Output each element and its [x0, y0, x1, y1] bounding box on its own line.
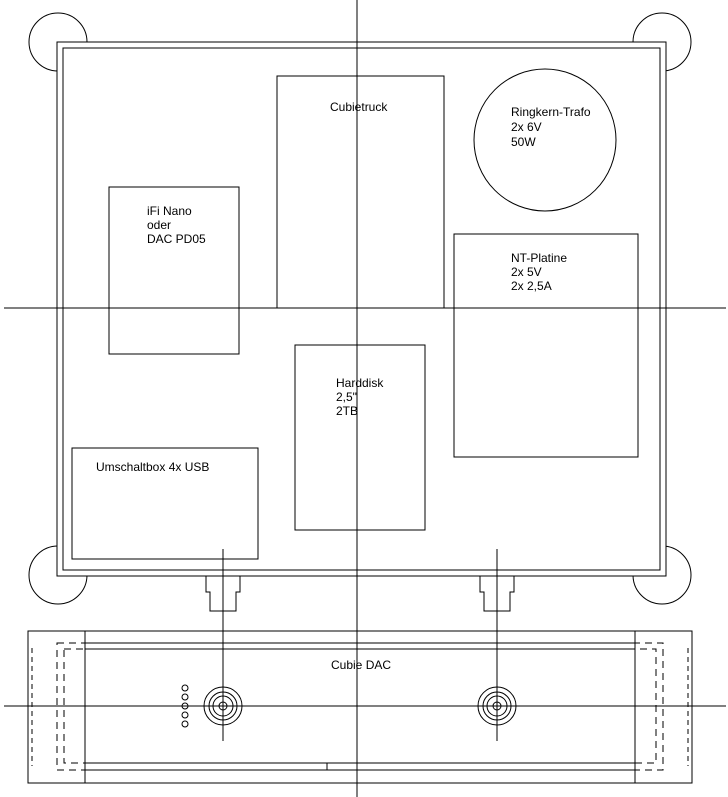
led-1 [181, 684, 189, 692]
ifi-nano-label: iFi Nano oder DAC PD05 [147, 204, 206, 246]
front-panel-outline [27, 630, 693, 784]
front-view [27, 630, 693, 784]
nt-platine-label: NT-Platine 2x 5V 2x 2,5A [511, 251, 570, 293]
cubie-dac-label: Cubie DAC [331, 658, 391, 672]
harddisk-box [294, 344, 426, 531]
led-5 [181, 720, 189, 728]
ifi-nano-box [108, 186, 240, 355]
front-hidden-outline-outer [56, 642, 664, 771]
nt-platine-box [453, 233, 639, 458]
front-left-foot [27, 630, 86, 784]
cubietruck-box [276, 75, 445, 309]
front-right-foot [634, 630, 693, 784]
labels: Cubietruck Ringkern-Trafo 2x 6V 50W iFi … [96, 100, 594, 672]
harddisk-label: Harddisk 2,5" 2TB [336, 376, 387, 418]
ringkern-trafo-circle [473, 68, 617, 212]
umschaltbox-label: Umschaltbox 4x USB [96, 460, 209, 474]
ringkern-trafo-label: Ringkern-Trafo 2x 6V 50W [511, 105, 594, 149]
umschaltbox-box [71, 447, 259, 560]
led-4 [181, 711, 189, 719]
led-2 [181, 693, 189, 701]
center-lines [4, 0, 726, 797]
cubietruck-label: Cubietruck [330, 100, 388, 114]
